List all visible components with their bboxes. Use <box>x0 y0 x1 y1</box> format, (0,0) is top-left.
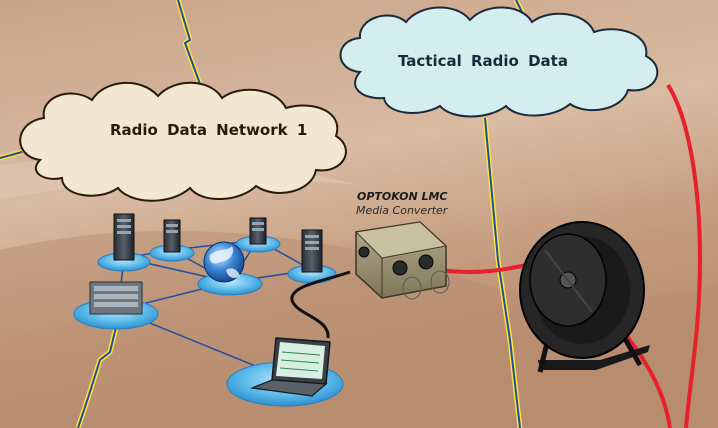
server-icon <box>163 219 181 253</box>
media-converter-icon <box>354 221 450 300</box>
radio-data-network-cloud <box>19 81 347 202</box>
fiber-cable-drum <box>620 328 672 428</box>
server-icon <box>113 213 135 261</box>
tactical-radio-data-cloud <box>339 6 659 118</box>
laptop-icon <box>249 337 331 397</box>
copper-cable <box>290 270 351 339</box>
globe-icon <box>203 241 245 283</box>
tactical-radio-data-label: Tactical Radio Data <box>398 52 568 70</box>
device-subtitle-label: Media Converter <box>356 204 448 217</box>
fiber-cable-tactical <box>666 83 703 428</box>
server-icon <box>301 229 323 273</box>
server-icon <box>249 217 267 245</box>
dune-shadow <box>0 230 718 428</box>
cable-drum-icon <box>519 221 650 373</box>
device-name-label: OPTOKON LMC <box>357 190 448 203</box>
rack-server-icon <box>89 281 143 315</box>
radio-data-network-label: Radio Data Network 1 <box>110 121 308 139</box>
